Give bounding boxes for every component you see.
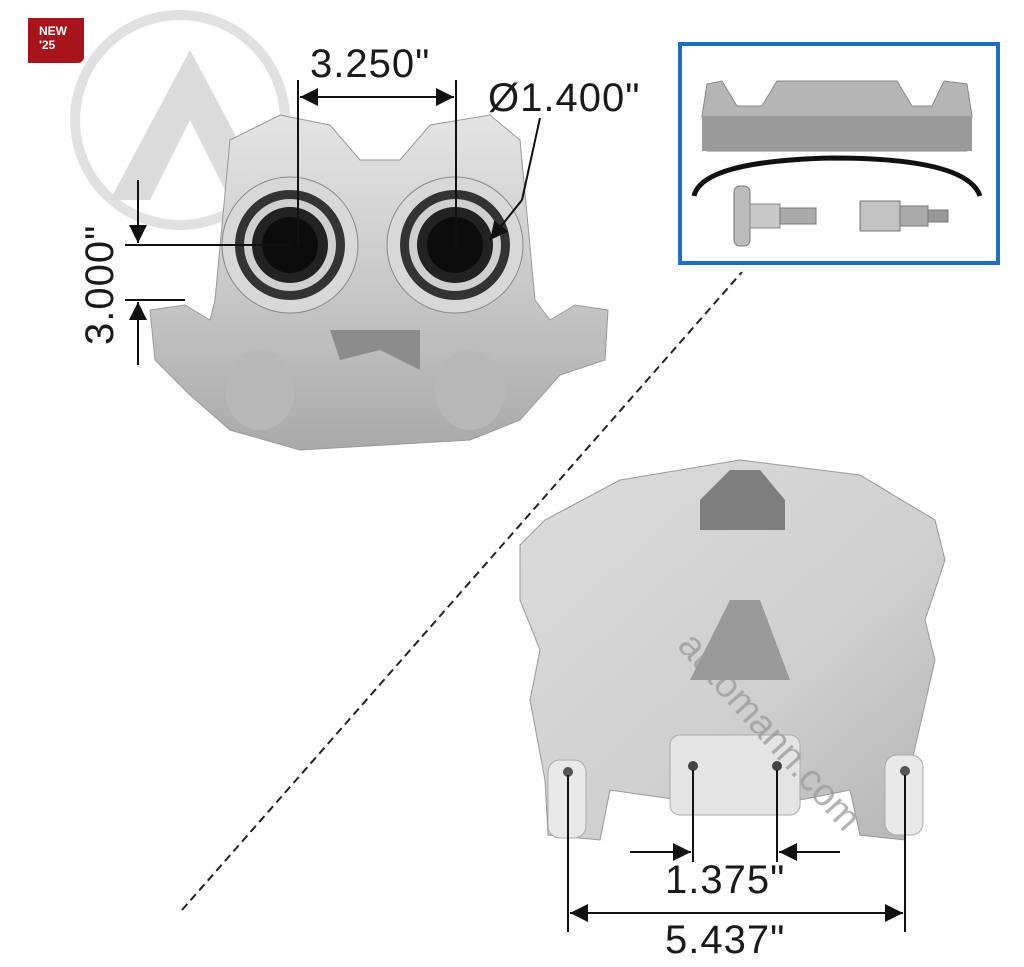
guide-pin-bolt — [733, 185, 817, 247]
height-label: 3.000" — [78, 224, 122, 345]
dimension-lines-bottom — [567, 770, 906, 932]
badge-line1: NEW — [39, 24, 67, 38]
piston-bore-right — [386, 176, 524, 314]
retaining-wire — [691, 155, 983, 198]
bore-spacing-label: 3.250" — [310, 42, 431, 86]
caliper-bottom-view — [519, 459, 946, 841]
badge-line2: '25 — [39, 38, 56, 52]
outer-hole-spacing-label: 5.437" — [665, 918, 786, 962]
hardware-kit-illustration — [691, 80, 983, 247]
pad-retainer-clip — [701, 80, 973, 152]
divider-dashed-line — [181, 271, 743, 911]
new-badge: NEW '25 — [28, 18, 84, 63]
hardware-inset — [678, 42, 1000, 265]
inner-hole-spacing-label: 1.375" — [665, 858, 786, 902]
bore-diameter-label: Ø1.400" — [488, 76, 641, 120]
bleeder-screw — [859, 200, 949, 232]
dimension-lines-top — [125, 80, 541, 365]
